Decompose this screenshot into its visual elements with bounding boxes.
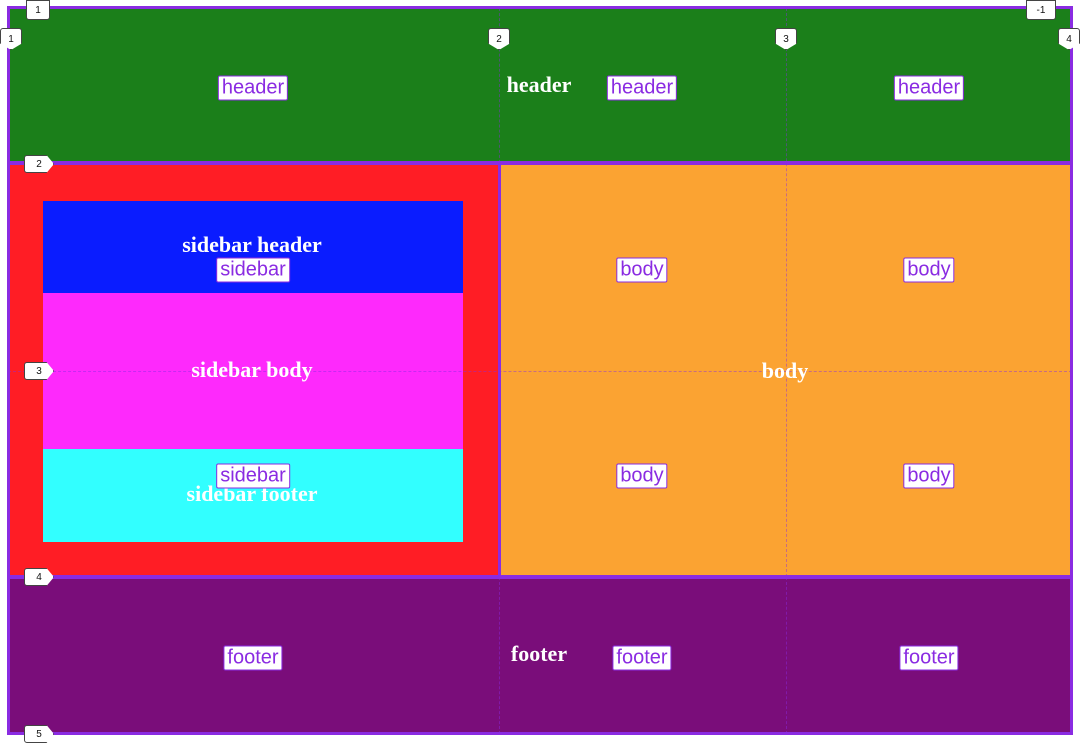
header-cell-tag: header (606, 75, 678, 101)
marker-label: 2 (496, 33, 502, 45)
footer-cell-tag: footer (899, 645, 959, 671)
marker-label: 2 (36, 158, 42, 170)
marker-label: 5 (36, 728, 42, 740)
row-line-number-marker: 4 (24, 568, 54, 586)
body-cell-tag: body (903, 463, 955, 489)
header-area-name: header (506, 72, 572, 97)
footer-cell-tag: footer (612, 645, 672, 671)
column-line-negative-marker: -1 (1026, 0, 1056, 20)
column-line-number-marker: 2 (488, 28, 510, 50)
sidebar-cell-tag: sidebar (216, 257, 290, 283)
header-cell-tag: header (893, 75, 965, 101)
body-cell-tag: body (616, 463, 668, 489)
footer-cell-tag: footer (223, 645, 283, 671)
body-area (499, 163, 1072, 577)
sidebar-body-name: sidebar body (191, 357, 313, 382)
column-line-number-marker: 1 (26, 0, 50, 20)
footer-area (8, 577, 1072, 734)
marker-label: 4 (1066, 33, 1072, 45)
sidebar-cell-tag: sidebar (216, 463, 290, 489)
row-line-number-marker: 5 (24, 725, 54, 743)
column-line-number-marker: 1 (0, 28, 22, 50)
footer-area-name: footer (510, 641, 568, 666)
body-cell-tag: body (616, 257, 668, 283)
column-line-number-marker: 3 (775, 28, 797, 50)
sidebar-body-block (43, 293, 463, 449)
body-cell-tag: body (903, 257, 955, 283)
sidebar-header-name: sidebar header (182, 232, 322, 257)
row-line-number-marker: 3 (24, 362, 54, 380)
marker-label: 4 (36, 571, 42, 583)
marker-label: 1 (8, 33, 14, 45)
header-cell-tag: header (217, 75, 289, 101)
marker-label: 3 (36, 365, 42, 377)
marker-label: 1 (35, 4, 41, 16)
body-area-name: body (761, 358, 809, 383)
marker-label: 3 (783, 33, 789, 45)
marker-label: -1 (1036, 4, 1046, 16)
row-line-number-marker: 2 (24, 155, 54, 173)
